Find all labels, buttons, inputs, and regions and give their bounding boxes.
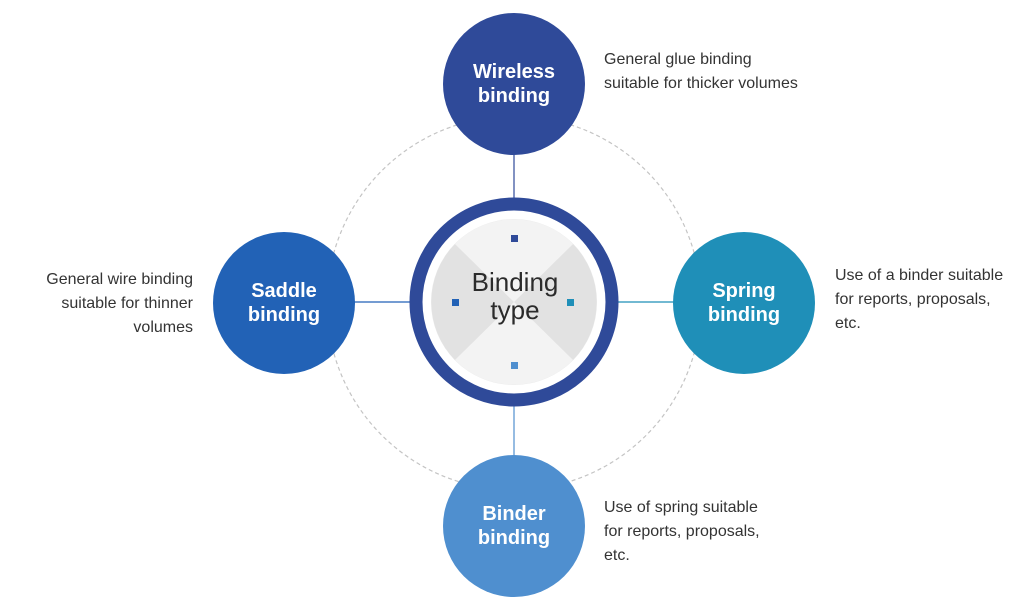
description-spring-binding: Use of a binder suitable for reports, pr… (835, 267, 1004, 332)
marker-top (511, 235, 518, 242)
marker-left (452, 299, 459, 306)
description-saddle-binding: General wire binding suitable for thinne… (46, 271, 193, 336)
center-title: Binding type (471, 267, 559, 325)
node-wireless-binding-label: Wireless binding (472, 61, 556, 107)
node-saddle-binding: Saddle binding (213, 232, 355, 374)
node-wireless-binding: Wireless binding (443, 13, 585, 155)
node-spring-binding-label: Spring binding (707, 280, 781, 326)
node-binder-binding-label: Binder binding (477, 503, 551, 549)
node-spring-binding: Spring binding (673, 232, 815, 374)
marker-right (567, 299, 574, 306)
node-binder-binding: Binder binding (443, 455, 585, 597)
marker-bottom (511, 362, 518, 369)
node-saddle-binding-label: Saddle binding (247, 280, 321, 326)
center-cross-pattern (431, 219, 597, 385)
description-binder-binding: Use of spring suitable for reports, prop… (604, 499, 760, 564)
description-wireless-binding: General glue binding suitable for thicke… (604, 51, 798, 92)
